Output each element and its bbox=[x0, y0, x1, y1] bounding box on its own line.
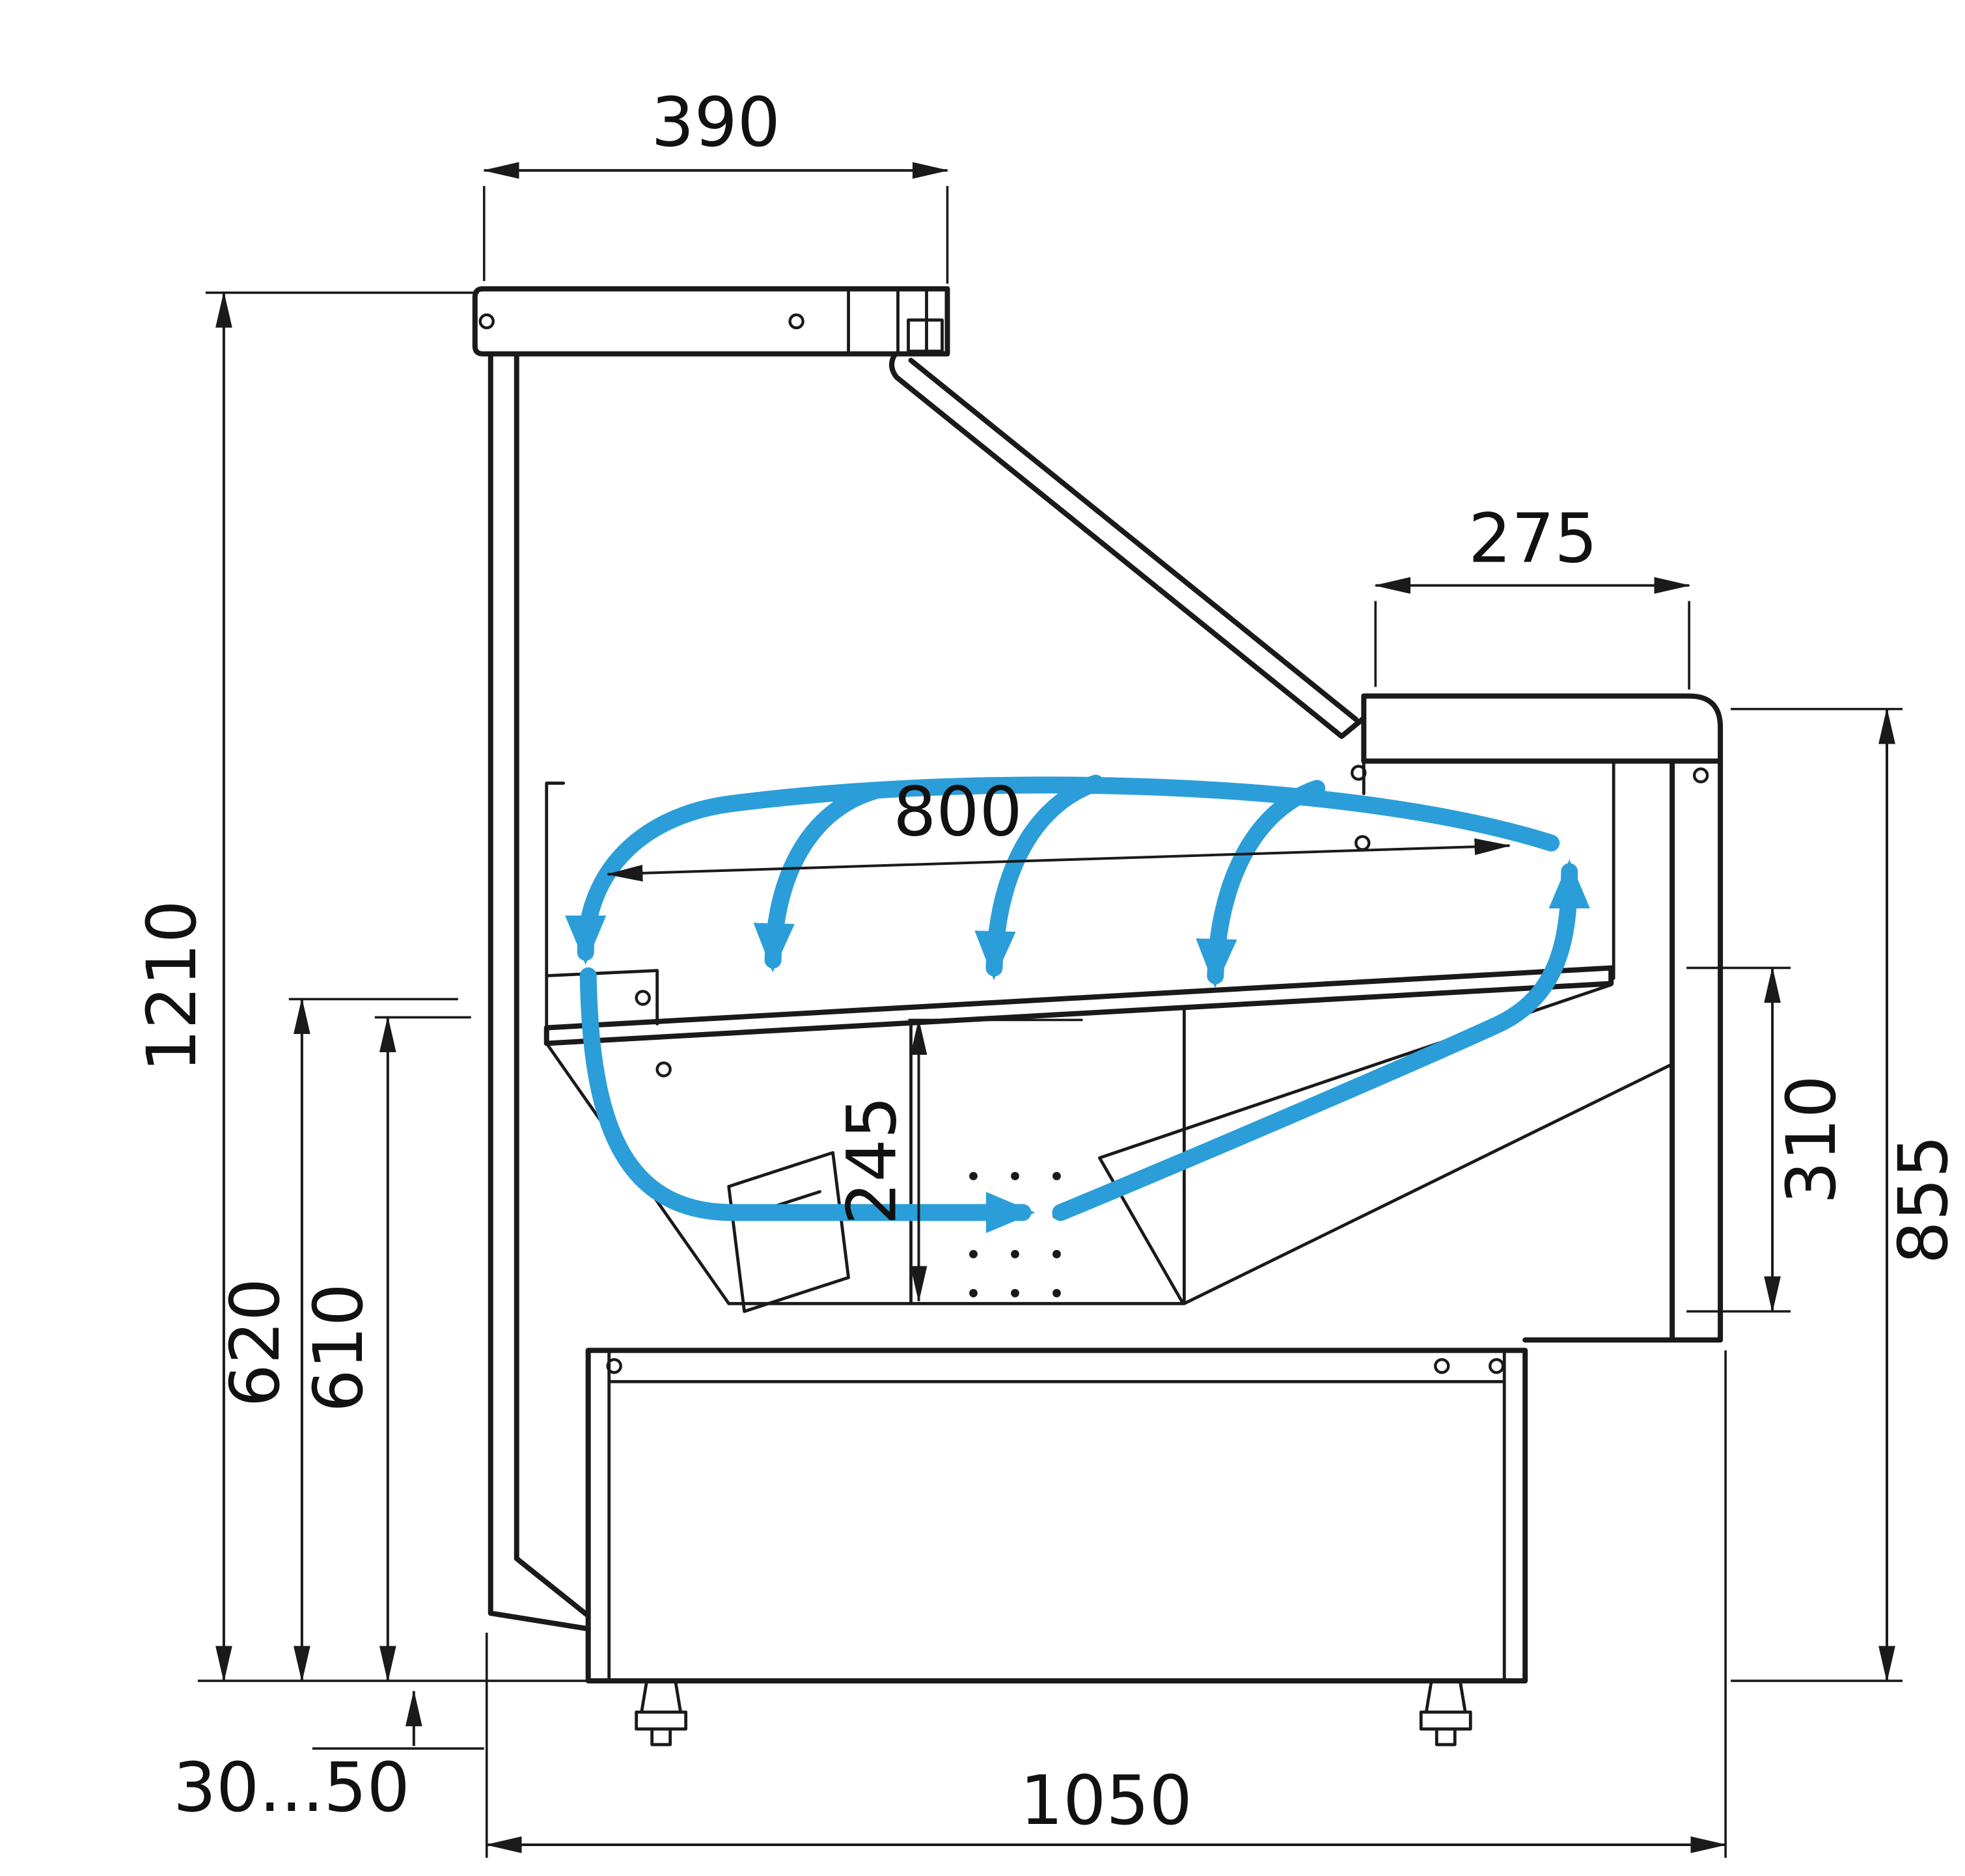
dim-label-rear-height-inner: 610 bbox=[299, 1283, 378, 1412]
screw-icon bbox=[1692, 767, 1709, 783]
dim-well-height bbox=[908, 1018, 1083, 1303]
dim-label-overall-height: 1210 bbox=[133, 900, 212, 1072]
screw-icon bbox=[788, 313, 804, 330]
rear-wall bbox=[488, 351, 591, 1632]
dim-counter-depth bbox=[1374, 577, 1691, 690]
screw-icon bbox=[635, 990, 651, 1006]
dim-label-base-depth: 1050 bbox=[1020, 1761, 1192, 1840]
airflow-drop-arrow-icon bbox=[1196, 780, 1326, 988]
dim-display-opening bbox=[606, 838, 1511, 882]
screw-icon bbox=[606, 1358, 622, 1374]
base-inner-panel bbox=[607, 1348, 1506, 1683]
dim-label-foot-adjustment: 30...50 bbox=[173, 1748, 410, 1827]
display-deck bbox=[543, 965, 1614, 1046]
dim-rear-height-inner bbox=[374, 1016, 471, 1683]
dim-label-rear-height-outer: 620 bbox=[216, 1278, 295, 1407]
screw-icon bbox=[655, 1061, 672, 1078]
screw-fasteners bbox=[478, 313, 1709, 1374]
airflow-return-arrow-icon bbox=[579, 967, 1036, 1234]
dim-front-height bbox=[1731, 707, 1903, 1683]
deck-rear-trim bbox=[545, 969, 659, 1026]
dim-label-counter-depth: 275 bbox=[1468, 500, 1597, 578]
canopy-details bbox=[847, 287, 944, 356]
dim-duct-height bbox=[1686, 966, 1791, 1313]
counter-top bbox=[1361, 693, 1724, 764]
airflow-drop-arrow-icon bbox=[753, 782, 883, 973]
foot-right bbox=[1419, 1679, 1472, 1747]
dim-label-display-opening: 800 bbox=[893, 773, 1022, 852]
foot-left bbox=[635, 1679, 688, 1747]
screw-icon bbox=[1351, 765, 1367, 781]
dim-rear-height-outer bbox=[288, 998, 458, 1683]
front-glass bbox=[889, 351, 1367, 739]
dim-label-duct-height: 310 bbox=[1772, 1075, 1851, 1204]
airflow-curtain-arrow-icon bbox=[565, 776, 1560, 965]
screw-icon bbox=[1434, 1358, 1450, 1374]
front-panel bbox=[1522, 758, 1724, 1343]
screw-icon bbox=[478, 313, 495, 330]
base-cabinet bbox=[585, 1348, 1528, 1684]
perforation-dots bbox=[969, 1171, 1061, 1298]
drain-bracket bbox=[727, 1150, 850, 1313]
dimension-labels: 390 275 800 1210 620 610 245 310 855 30.… bbox=[133, 83, 1963, 1840]
screw-icon bbox=[1354, 835, 1371, 851]
dim-canopy-width bbox=[482, 162, 949, 284]
dim-label-canopy-width: 390 bbox=[651, 83, 780, 162]
screw-icon bbox=[1489, 1358, 1505, 1374]
dim-foot-adjustment bbox=[312, 1689, 484, 1750]
dim-label-well-height: 245 bbox=[833, 1096, 912, 1225]
dimension-lines bbox=[197, 162, 1903, 1858]
airflow-riser-arrow-icon bbox=[1052, 859, 1590, 1221]
inner-back-panel bbox=[545, 782, 566, 1029]
dim-overall-height bbox=[197, 291, 601, 1683]
dim-label-front-height: 855 bbox=[1884, 1135, 1963, 1264]
dim-base-depth bbox=[485, 1350, 1727, 1858]
canopy-lightbox bbox=[472, 286, 950, 357]
